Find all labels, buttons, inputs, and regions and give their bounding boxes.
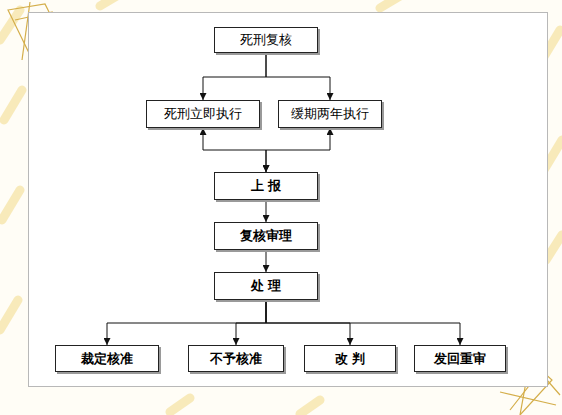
box-label: 死刑复核 xyxy=(240,32,292,48)
box-label: 裁定核准 xyxy=(81,351,133,367)
process-box: 发回重审 xyxy=(414,345,506,372)
box-label: 缓期两年执行 xyxy=(291,106,369,122)
arrow-connector xyxy=(107,300,266,345)
arrow-connector xyxy=(266,250,267,272)
process-box: 上 报 xyxy=(214,172,318,200)
arrow-connector xyxy=(266,200,267,222)
arrow-connector xyxy=(266,53,330,100)
box-label: 发回重审 xyxy=(434,351,486,367)
arrow-connector xyxy=(236,300,266,345)
box-label: 改 判 xyxy=(335,351,366,367)
process-box: 处 理 xyxy=(214,272,318,300)
box-label: 上 报 xyxy=(251,178,282,194)
box-label: 不予核准 xyxy=(210,351,262,367)
box-label: 死刑立即执行 xyxy=(164,106,242,122)
gold-geometric-lines xyxy=(8,2,560,415)
box-label: 处 理 xyxy=(251,278,282,294)
process-box: 复核审理 xyxy=(214,222,318,250)
process-box: 裁定核准 xyxy=(55,345,159,372)
process-box: 改 判 xyxy=(304,345,396,372)
arrow-connector xyxy=(266,300,460,345)
arrow-connector xyxy=(203,128,266,172)
process-box: 缓期两年执行 xyxy=(278,100,382,128)
arrow-connector xyxy=(203,53,266,100)
process-box: 死刑立即执行 xyxy=(146,100,260,128)
box-label: 复核审理 xyxy=(240,228,292,244)
process-box: 不予核准 xyxy=(188,345,284,372)
arrow-connector xyxy=(266,128,330,172)
process-box: 死刑复核 xyxy=(214,27,318,53)
